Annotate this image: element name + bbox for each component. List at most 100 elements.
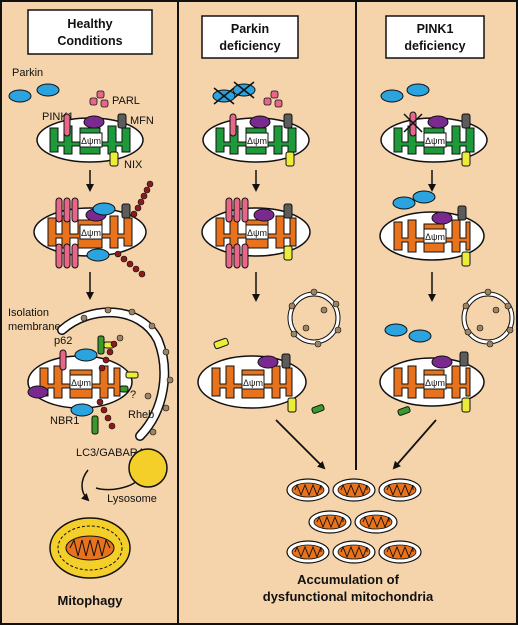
nix-protein: [213, 337, 229, 350]
ubiquitin-chain: [114, 250, 146, 278]
rheb-label: Rheb: [128, 409, 154, 421]
isolation-membrane: [58, 308, 168, 440]
parkin-protein: [92, 202, 116, 216]
pink1-cluster-top: [225, 197, 249, 223]
engulfed-mitochondrion: Δψm: [27, 355, 133, 409]
svg-text:Parkin: Parkin: [231, 22, 269, 36]
parl-fragments: [89, 90, 109, 108]
isolation-membrane-label: Isolation: [8, 307, 49, 319]
purple-protein: [257, 355, 279, 369]
svg-text:Δψm: Δψm: [425, 232, 445, 242]
healthy-panel: Parkin PINK1 PARL MFN NIX Δψm Δψm: [8, 67, 174, 608]
mfn-protein: [283, 203, 293, 219]
purple-protein: [253, 208, 275, 222]
pink1-deficiency-panel: Δψm Δψm: [379, 83, 515, 416]
svg-text:Conditions: Conditions: [57, 34, 122, 48]
rheb-protein: [397, 406, 411, 416]
nix-protein: [283, 245, 293, 261]
mfn-protein: [459, 351, 469, 367]
nix-protein: [125, 371, 139, 379]
parl-fragments: [263, 90, 283, 108]
ubiquitin-chain: [96, 398, 116, 430]
nix-protein: [285, 151, 295, 167]
rheb-protein: [311, 404, 325, 414]
mfn-protein: [457, 205, 467, 221]
small-dysfunctional-mitochondrion: [308, 510, 352, 534]
svg-text:Δψm: Δψm: [247, 136, 267, 146]
purple-protein: [27, 385, 49, 399]
arrow-to-accumulation: [392, 419, 437, 470]
lysosome-label: Lysosome: [107, 493, 157, 505]
damaged-mitochondrion: Δψm: [379, 357, 485, 407]
arrow: [80, 469, 90, 502]
purple-protein: [427, 115, 449, 129]
small-dysfunctional-mitochondrion: [332, 540, 376, 564]
small-dysfunctional-mitochondrion: [378, 478, 422, 502]
small-dysfunctional-mitochondrion: [332, 478, 376, 502]
purple-protein: [431, 355, 453, 369]
pink1-cluster-bottom: [225, 243, 249, 269]
pink1-protein: [229, 113, 237, 137]
title-pink1-deficiency: PINK1 deficiency: [385, 15, 485, 59]
nix-protein: [109, 151, 119, 167]
purple-protein: [431, 211, 453, 225]
question-label: ?: [130, 389, 136, 401]
pink1-cluster-top: [55, 197, 79, 223]
small-dysfunctional-mitochondrion: [286, 478, 330, 502]
svg-text:Δψm: Δψm: [71, 378, 91, 388]
svg-text:Δψm: Δψm: [243, 378, 263, 388]
title-healthy: Healthy Conditions: [27, 9, 153, 55]
parkin-protein: [408, 329, 432, 343]
svg-text:Healthy: Healthy: [67, 17, 112, 31]
svg-text:Δψm: Δψm: [81, 228, 101, 238]
ubiquitin-chain: [98, 340, 118, 372]
mfn-protein: [283, 113, 293, 129]
parkin-protein: [74, 348, 98, 362]
lc3-dots: [80, 306, 174, 436]
ubiquitin-chain: [130, 180, 154, 218]
parkin-label: Parkin: [12, 67, 43, 79]
mfn-protein: [461, 113, 471, 129]
autolysosome: [49, 517, 131, 579]
parkin-protein: [380, 89, 404, 103]
purple-protein: [249, 115, 271, 129]
parkin-protein: [36, 83, 60, 97]
mfn-label: MFN: [130, 115, 154, 127]
parkin-deficiency-panel: Δψm Δψm: [197, 81, 342, 414]
autophagosome: [461, 288, 515, 348]
small-dysfunctional-mitochondrion: [286, 540, 330, 564]
svg-text:Δψm: Δψm: [425, 378, 445, 388]
lysosome: [128, 448, 168, 488]
svg-text:Δψm: Δψm: [81, 136, 101, 146]
accumulation-label: Accumulation of: [297, 572, 400, 587]
pink1-cluster-bottom: [55, 243, 79, 269]
mfn-protein: [117, 113, 127, 129]
svg-text:Δψm: Δψm: [425, 136, 445, 146]
nix-protein: [287, 397, 297, 413]
p62-protein: [97, 335, 105, 355]
parkin-protein: [8, 89, 32, 103]
parkin-protein: [406, 83, 430, 97]
nix-label: NIX: [124, 159, 143, 171]
svg-text:Δψm: Δψm: [247, 228, 267, 238]
nix-protein: [461, 151, 471, 167]
mfn-protein: [281, 353, 291, 369]
parkin-protein: [392, 196, 416, 210]
pink1-protein: [63, 113, 71, 137]
nix-protein: [461, 251, 471, 267]
title-parkin-deficiency: Parkin deficiency: [201, 15, 299, 59]
svg-text:deficiency: deficiency: [219, 39, 280, 53]
nix-protein: [461, 397, 471, 413]
parkin-protein: [86, 248, 110, 262]
nbr1-protein: [91, 415, 99, 435]
accumulated-mitochondria: [286, 478, 422, 564]
autophagosome: [287, 288, 342, 348]
purple-protein: [83, 115, 105, 129]
nbr1-label: NBR1: [50, 415, 79, 427]
mfn-protein: [121, 203, 131, 219]
pink1-protein: [59, 349, 67, 371]
parkin-protein: [384, 323, 408, 337]
crossed-pink1: [403, 111, 423, 137]
accumulation-label-2: dysfunctional mitochondria: [263, 589, 434, 604]
